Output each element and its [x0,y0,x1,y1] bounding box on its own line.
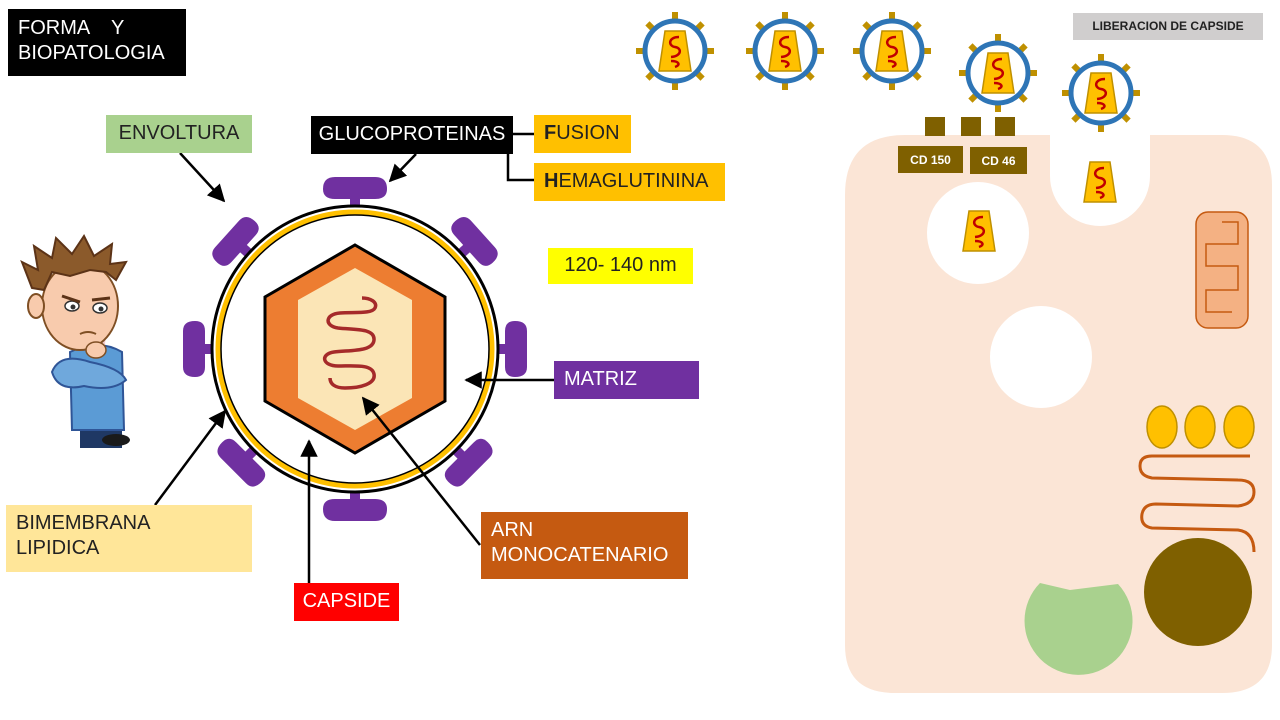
fusion-label: FUSION [534,115,631,153]
matriz-label: MATRIZ [554,361,699,399]
vacuole [990,306,1092,408]
glycoprotein-spikes [183,177,527,521]
fusion-rest: USION [556,122,620,144]
envelope-inner [220,214,490,484]
arrow-arn [361,396,481,546]
envoltura-label: ENVOLTURA [106,115,252,153]
connector-hemaglutinina [506,154,534,182]
main-virus [183,177,527,521]
arrow-glucoproteinas [388,153,417,183]
title-line-1: FORMA Y [18,17,125,39]
released-capsid [1082,160,1118,204]
nucleus [1144,538,1252,646]
hemaglutinina-initial: H [544,170,559,192]
mitochondrion [1195,211,1249,329]
hemaglutinina-label: HEMAGLUTININA [534,163,725,201]
thinking-character-illustration [20,234,130,448]
glucoproteinas-label: GLUCOPROTEINAS [311,116,513,154]
virion-3 [853,12,931,90]
title-box: FORMA Y BIOPATOLOGIA [8,9,186,76]
liberacion-label: LIBERACION DE CAPSIDE [1073,13,1263,40]
bimembrana-line-2: LIPIDICA [16,537,100,559]
virion-2 [746,12,824,90]
arrow-envoltura [179,152,226,203]
fusion-initial: F [544,122,557,144]
cd46-label: CD 46 [970,147,1027,174]
virion-1 [636,12,714,90]
size-label: 120- 140 nm [548,248,693,284]
arn-line-2: MONOCATENARIO [491,544,669,566]
cd150-label: CD 150 [898,146,963,173]
lysosome [1024,583,1133,675]
bimembrana-label: BIMEMBRANA LIPIDICA [6,505,252,572]
receptor-cd46-b [995,117,1015,136]
virion-4 [959,34,1037,112]
host-cell [845,117,1272,693]
receptor-cd46-a [961,117,981,136]
title-line-2: BIOPATOLOGIA [18,42,165,64]
golgi-vesicles [1146,405,1255,449]
virion-5 [1062,54,1140,132]
arn-line-1: ARN [491,519,534,541]
bimembrana-line-1: BIMEMBRANA [16,512,151,534]
arn-label: ARN MONOCATENARIO [481,512,688,579]
endoplasmic-reticulum [1138,454,1256,553]
capside-label: CAPSIDE [294,583,399,621]
receptor-cd150 [925,117,945,136]
endosome-capsid [961,209,997,253]
hemaglutinina-rest: EMAGLUTININA [558,170,709,192]
rna-strand [323,296,378,390]
lipid-bilayer [215,209,495,489]
pointer-arrows [153,132,554,583]
arrow-bimembrana [153,409,227,506]
